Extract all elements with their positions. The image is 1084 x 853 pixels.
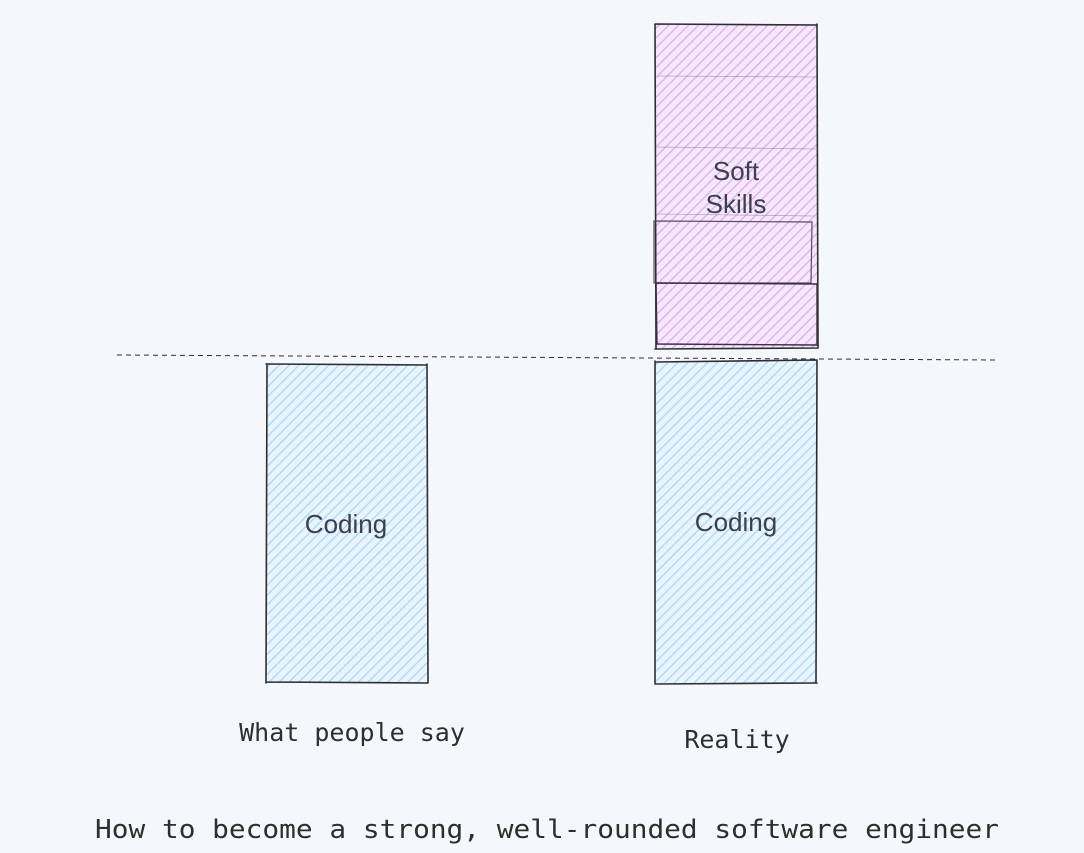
soft-skills-label-line2: Skills xyxy=(706,189,767,219)
soft-skills-stack xyxy=(653,23,819,350)
right-coding-label: Coding xyxy=(695,507,777,537)
footer-title: How to become a strong, well-rounded sof… xyxy=(95,815,999,845)
right-column-caption: Reality xyxy=(684,725,789,754)
left-coding-label: Coding xyxy=(305,509,387,539)
soft-skills-label-line1: Soft xyxy=(713,156,760,186)
right-coding-box xyxy=(654,359,818,685)
dashed-divider-line xyxy=(116,354,996,361)
left-column-caption: What people say xyxy=(239,718,465,747)
left-coding-box xyxy=(265,363,429,684)
